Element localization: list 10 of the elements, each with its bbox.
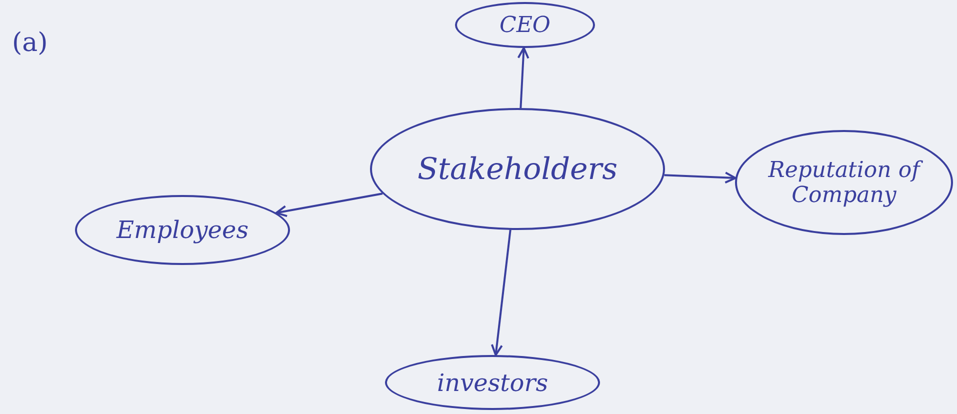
ellipse-node: Employees <box>75 195 290 265</box>
arrow <box>517 47 530 108</box>
ellipse-node: investors <box>385 355 600 410</box>
ellipse-node: CEO <box>455 2 595 48</box>
arrow <box>275 192 383 218</box>
ellipse-node: Reputation of Company <box>735 130 953 235</box>
arrow <box>490 230 512 356</box>
panel-label: (a) <box>12 28 48 58</box>
ellipse-node: Stakeholders <box>370 108 665 230</box>
arrow <box>664 172 736 184</box>
